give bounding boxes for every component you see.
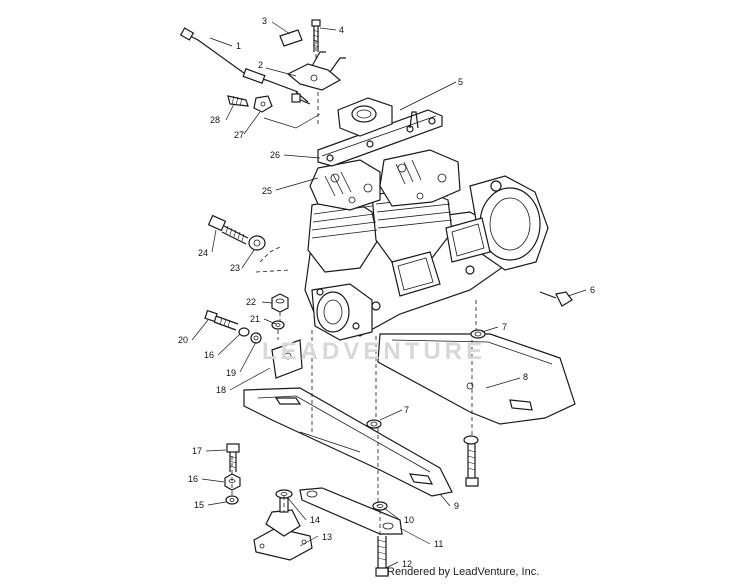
washer-part-16a: [238, 327, 250, 337]
washer-part-21: [271, 320, 285, 330]
callout-23: 23: [230, 263, 240, 273]
callout-27: 27: [234, 130, 244, 140]
nut-part-22: [271, 293, 289, 313]
callout-20: 20: [178, 335, 188, 345]
callout-21: 21: [250, 314, 260, 324]
callout-11: 11: [434, 539, 443, 549]
callout-16-lower: 16: [188, 474, 198, 484]
motor-mount-plate-part-7-9: [243, 387, 453, 497]
callout-7-lower: 7: [404, 405, 409, 415]
motor-mount-plate-part-8: [377, 333, 576, 425]
bracket-part-18: [271, 339, 303, 379]
washer-part-23: [248, 235, 266, 251]
callout-3: 3: [262, 16, 267, 26]
washer-part-19: [250, 332, 262, 344]
callout-8: 8: [523, 372, 528, 382]
callout-10: 10: [404, 515, 414, 525]
callout-17: 17: [192, 446, 202, 456]
callout-6: 6: [590, 285, 595, 295]
callout-leaders: [191, 21, 587, 569]
callout-12: 12: [402, 559, 412, 569]
callout-19: 19: [226, 368, 236, 378]
callout-1: 1: [236, 41, 241, 51]
nut-part-16b: [224, 473, 241, 491]
bolt-part-20: [204, 309, 239, 331]
rendered-by-footer: Rendered by LeadVenture, Inc.: [387, 566, 540, 578]
callout-22: 22: [246, 297, 256, 307]
bolt-part-12: [375, 536, 389, 577]
washer-part-7a: [470, 329, 486, 339]
washer-part-7b: [366, 419, 382, 429]
rubber-mount-part-13: [253, 497, 313, 561]
engine-assembly: [255, 97, 549, 341]
bolt-part-17: [226, 443, 240, 472]
callout-15: 15: [194, 500, 204, 510]
throttle-cable-part-1: [179, 27, 309, 103]
fitting-part-27-28: [227, 93, 311, 113]
callout-4: 4: [339, 25, 344, 35]
cable-bracket-part-2: [286, 51, 346, 91]
callout-26: 26: [270, 150, 280, 160]
callout-5: 5: [458, 77, 463, 87]
callout-9: 9: [454, 501, 459, 511]
callout-14: 14: [310, 515, 320, 525]
bolt-right-lower: [463, 435, 479, 487]
plate-part-11: [299, 487, 403, 535]
screw-part-6: [539, 291, 573, 307]
alignment-lines: [231, 40, 477, 536]
callout-25: 25: [262, 186, 272, 196]
callout-24: 24: [198, 248, 208, 258]
callout-16-upper: 16: [204, 350, 214, 360]
callout-13: 13: [322, 532, 332, 542]
watermark: LEADVENTURE: [262, 338, 487, 365]
callout-numbers: 1 2 3 4 5 6 7 7 8 9 10 11 12 13 14 15 16…: [178, 16, 595, 569]
callout-18: 18: [216, 385, 226, 395]
washer-part-15: [225, 495, 239, 505]
bolt-part-24: [207, 214, 249, 245]
callout-28: 28: [210, 115, 220, 125]
screw-part-4: [311, 19, 321, 52]
callout-2: 2: [258, 60, 263, 70]
decal-part-3: [279, 29, 303, 47]
callout-7-upper: 7: [502, 322, 507, 332]
